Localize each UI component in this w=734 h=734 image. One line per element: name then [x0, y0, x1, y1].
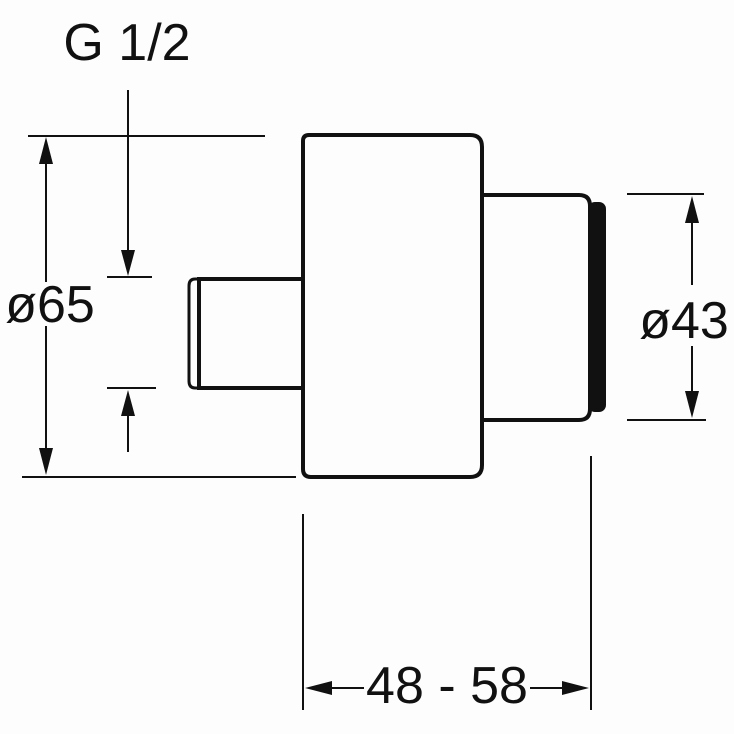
outlet-cylinder-outline: [482, 193, 592, 422]
outlet-diameter-label: ø43: [639, 292, 729, 350]
outlet-dia-arrow-down-icon: [685, 391, 699, 418]
part-outline-group: [187, 133, 606, 479]
thread-size-label: G 1/2: [63, 14, 190, 72]
thread-arrow-up-icon: [121, 390, 135, 416]
depth-arrow-left-icon: [305, 681, 332, 695]
outlet-end-cap: [588, 202, 606, 412]
depth-range-label: 48 - 58: [366, 657, 528, 715]
inlet-stub-end-cap: [187, 277, 201, 390]
depth-arrow-right-icon: [562, 681, 589, 695]
body-diameter-label: ø65: [5, 276, 95, 334]
body-dia-arrow-down-icon: [39, 448, 53, 475]
body-dia-arrow-up-icon: [39, 137, 53, 164]
dimension-body-diameter: ø65: [5, 135, 296, 478]
main-body-outline: [301, 133, 484, 479]
inlet-stub-outline: [197, 277, 305, 390]
dimension-depth-range: 48 - 58: [302, 456, 592, 715]
thread-arrow-down-icon: [121, 250, 135, 276]
dimension-thread: G 1/2: [63, 14, 191, 452]
dimension-outlet-diameter: ø43: [627, 193, 729, 421]
outlet-dia-arrow-up-icon: [685, 196, 699, 223]
